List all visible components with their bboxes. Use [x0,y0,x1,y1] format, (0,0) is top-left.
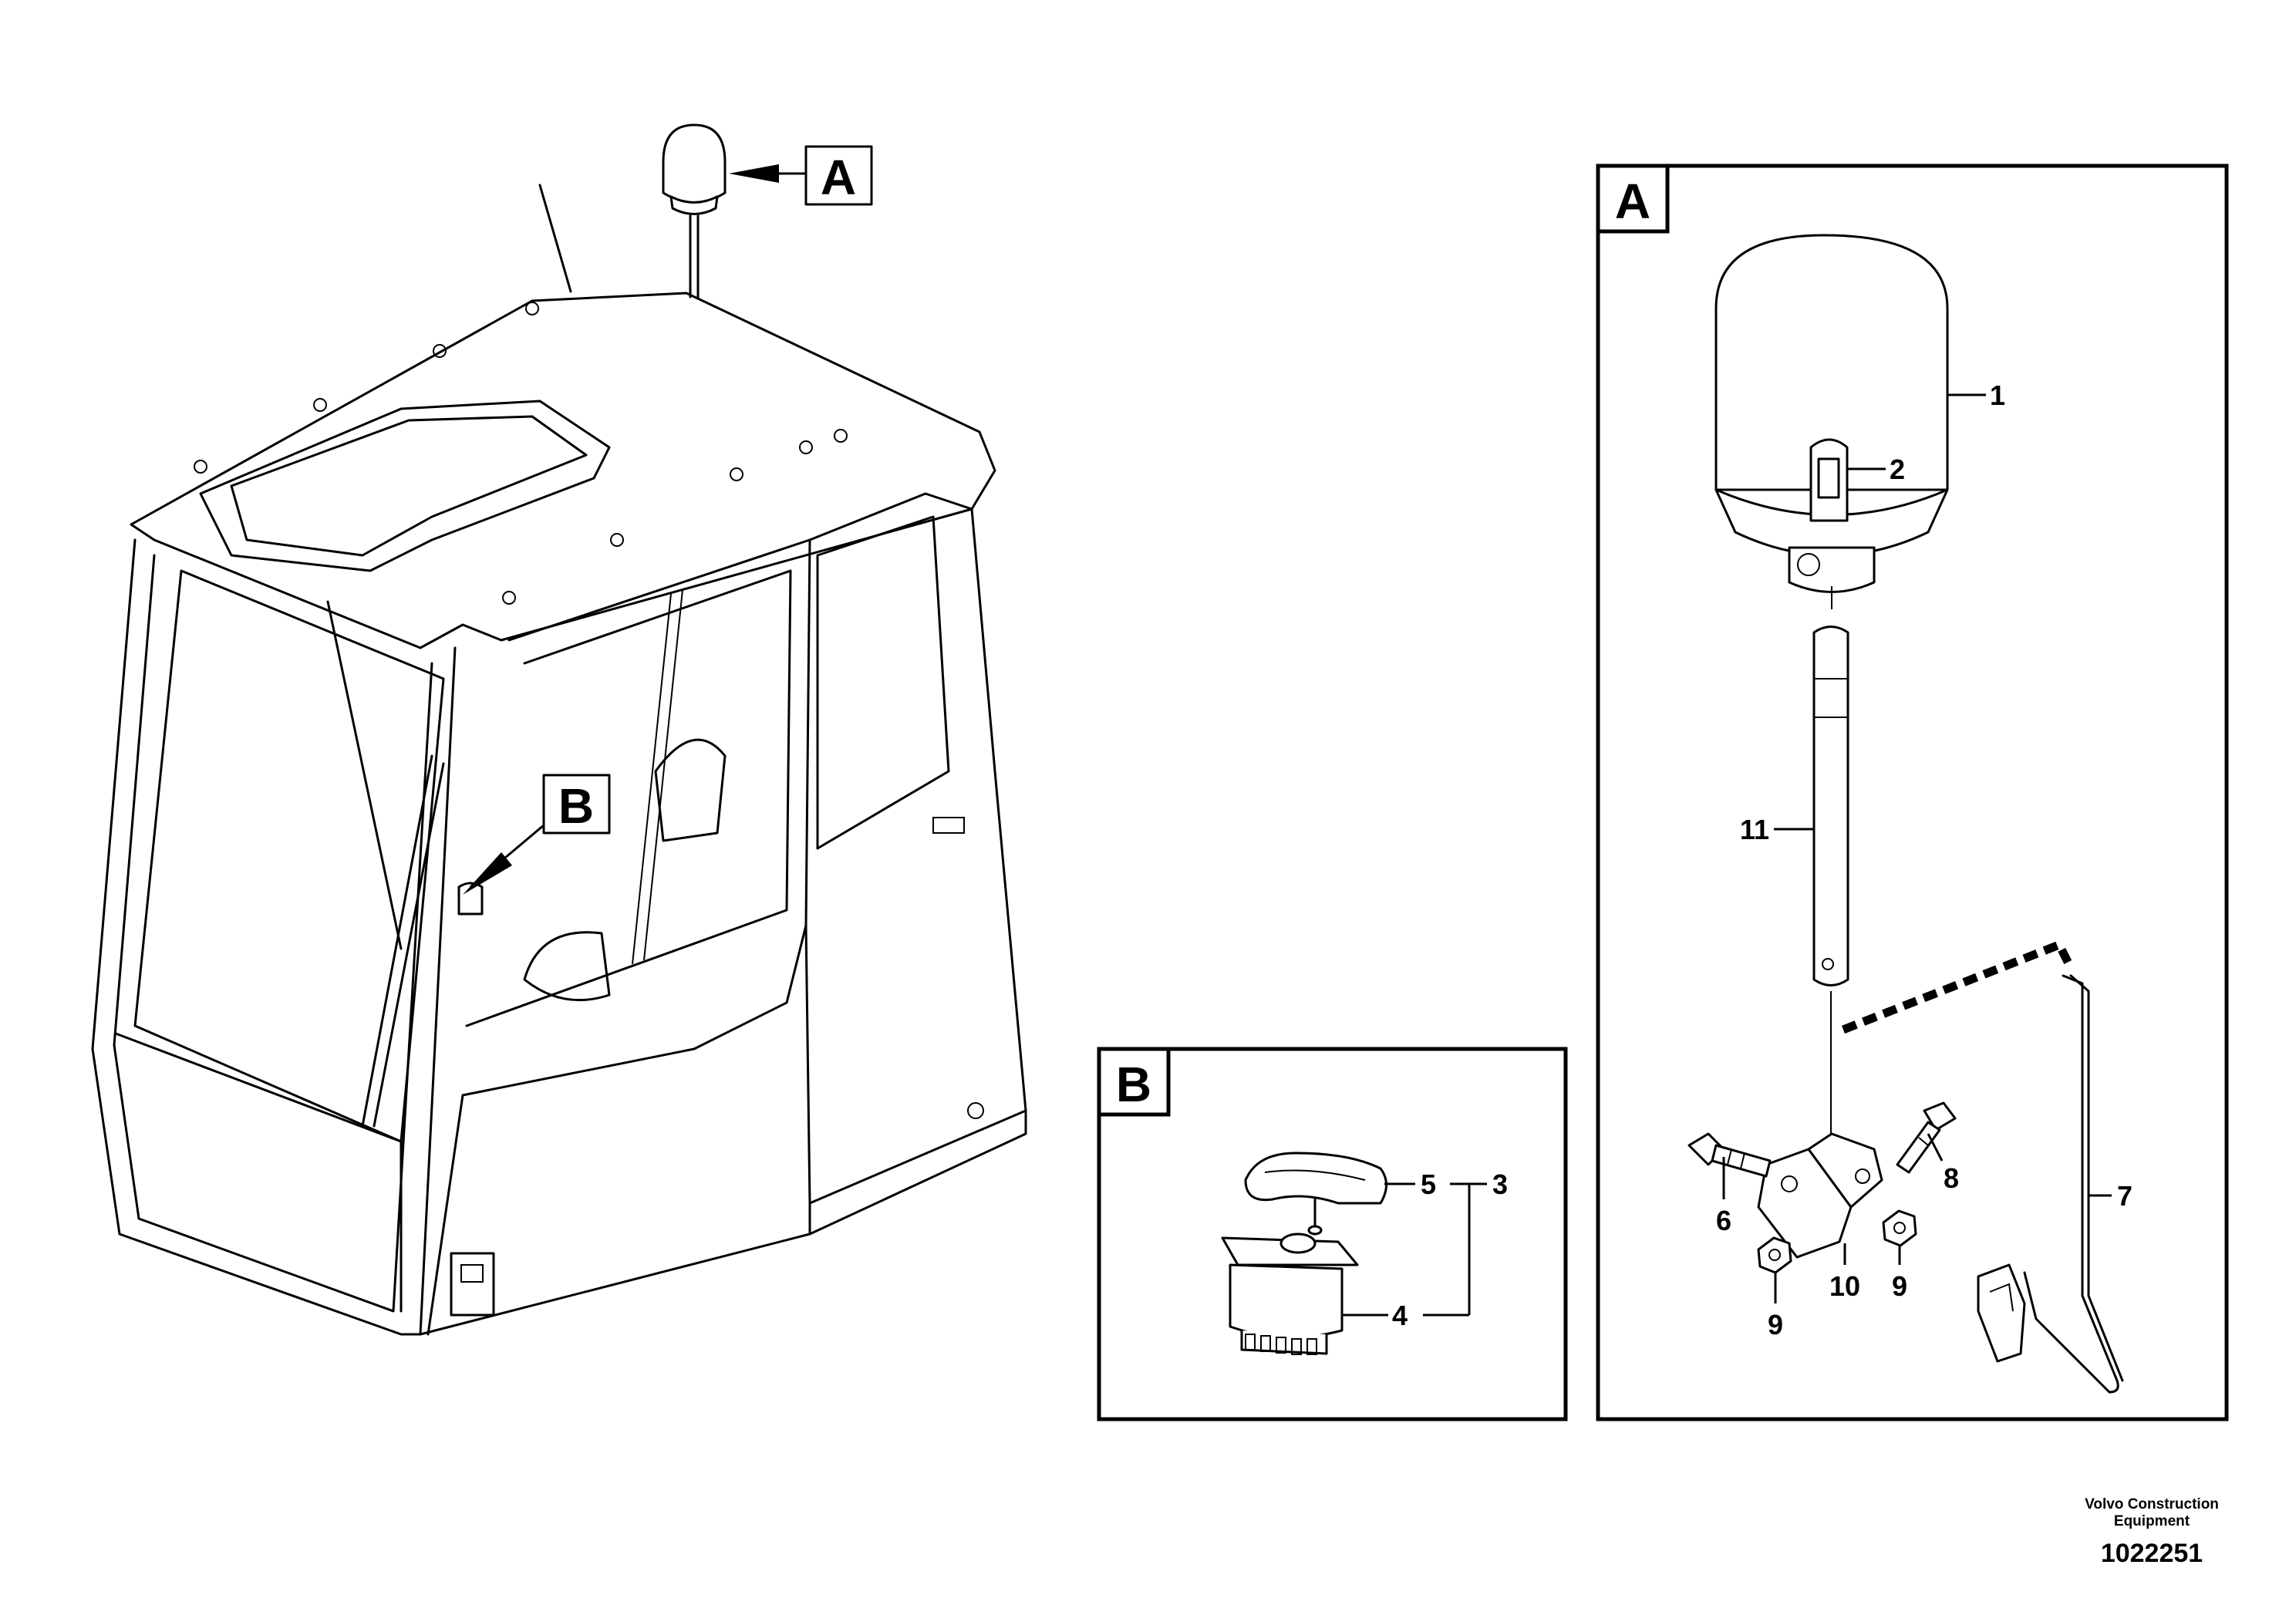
detail-a-frame [1596,164,2229,1421]
callout-10: 10 [1829,1270,1860,1302]
detail-b-frame [1097,1047,1568,1421]
callout-7: 7 [2117,1180,2132,1212]
rocker-cap [1244,1152,1387,1236]
callout-9-right: 9 [1892,1270,1907,1302]
detail-a-callouts: 1 2 11 6 8 9 9 10 7 [1716,379,2132,1340]
label-a-callout: A [729,145,873,206]
footer-block: Volvo Construction Equipment 1022251 [2085,1496,2219,1568]
footer-company-line2: Equipment [2114,1513,2190,1529]
detail-a-label-box [1596,164,1670,234]
callout-2: 2 [1890,454,1905,485]
callout-3: 3 [1492,1168,1508,1200]
detail-a-label: A [1615,174,1650,229]
label-b-box [542,774,611,835]
label-b-callout: B [463,774,611,895]
detail-b-label-box [1097,1047,1171,1117]
bolt-6 [1687,1132,1772,1178]
beacon-dome [1714,234,1949,609]
callout-5: 5 [1421,1168,1436,1200]
callout-1: 1 [1990,379,2005,411]
nut-9-right [1882,1209,1917,1247]
nut-9-left [1757,1236,1792,1274]
footer-company-line1: Volvo Construction [2085,1496,2219,1512]
roof-bolts [194,302,848,605]
wiring-harness [1841,939,2124,1394]
cab-illustration [91,123,1027,1336]
footer-doc-number: 1022251 [2101,1539,2203,1568]
detail-b-label: B [1116,1057,1151,1112]
detail-b-callouts: 5 3 4 [1342,1168,1508,1331]
callout-6: 6 [1716,1205,1731,1236]
roof-beacon [662,123,727,298]
callout-11: 11 [1740,814,1769,845]
label-a: A [821,150,856,205]
label-b: B [558,778,594,834]
callout-4: 4 [1392,1300,1408,1331]
mast-tube [1812,626,1849,1165]
callout-8: 8 [1944,1162,1959,1194]
label-a-box [804,145,873,206]
detail-a-panel: A [1596,164,2229,1421]
detail-b-panel: B 5 3 [1097,1047,1568,1421]
release-latch [1809,438,1849,522]
callout-9-left: 9 [1768,1309,1783,1340]
mount-bracket [1757,1132,1883,1259]
switch-body [1221,1233,1359,1355]
